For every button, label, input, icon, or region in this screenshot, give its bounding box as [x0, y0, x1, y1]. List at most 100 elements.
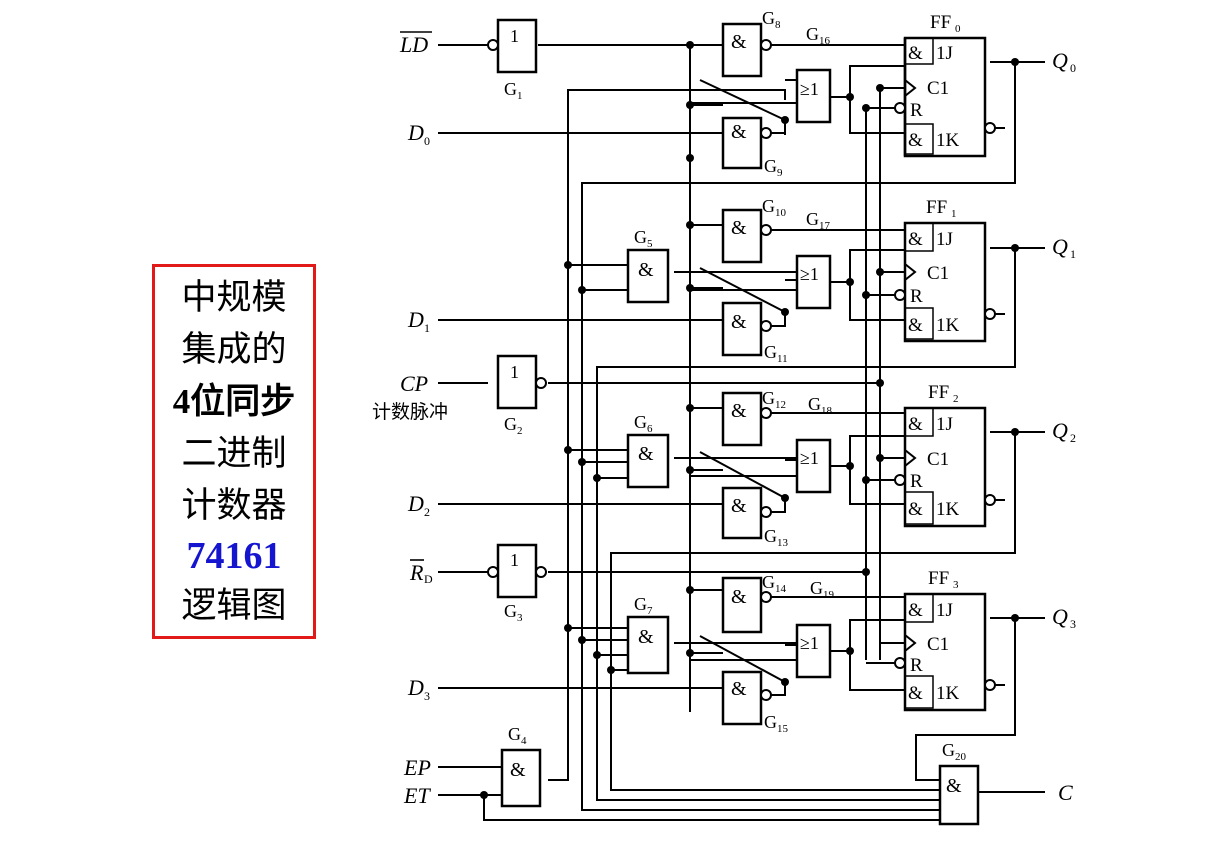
svg-text:3: 3 — [517, 612, 523, 624]
svg-text:FF: FF — [928, 382, 949, 403]
svg-text:19: 19 — [823, 589, 835, 601]
svg-text:&: & — [731, 586, 747, 608]
svg-text:G: G — [806, 24, 819, 44]
svg-text:2: 2 — [517, 425, 523, 437]
svg-text:7: 7 — [647, 605, 653, 617]
svg-text:FF: FF — [928, 568, 949, 589]
svg-text:1: 1 — [510, 550, 519, 570]
svg-text:FF: FF — [930, 12, 951, 33]
svg-text:R: R — [910, 100, 923, 121]
q3-sub: 3 — [1070, 617, 1076, 631]
svg-text:&: & — [510, 759, 526, 781]
ep-label: EP — [403, 755, 431, 780]
svg-text:1: 1 — [510, 26, 519, 46]
svg-text:1: 1 — [517, 90, 523, 102]
svg-text:14: 14 — [775, 583, 787, 595]
svg-text:≥1: ≥1 — [800, 633, 819, 653]
q3-label: Q — [1052, 604, 1068, 629]
svg-text:G: G — [764, 712, 777, 732]
svg-text:G: G — [942, 740, 955, 760]
svg-text:&: & — [731, 311, 747, 333]
svg-text:&: & — [908, 499, 923, 520]
svg-text:G: G — [508, 724, 521, 744]
svg-text:15: 15 — [777, 723, 789, 735]
svg-text:1: 1 — [510, 362, 519, 382]
svg-text:&: & — [908, 130, 923, 151]
svg-text:&: & — [908, 43, 923, 64]
svg-text:G: G — [634, 227, 647, 247]
cp-note: 计数脉冲 — [372, 401, 448, 423]
svg-text:1K: 1K — [936, 315, 960, 336]
svg-text:FF: FF — [926, 197, 947, 218]
title-line-7: 逻辑图 — [181, 586, 287, 626]
flipflop-ff3: & 1J C1 R & 1K FF 3 — [894, 568, 996, 712]
svg-text:&: & — [638, 259, 654, 281]
svg-text:1K: 1K — [936, 130, 960, 151]
rd-label: R — [409, 560, 424, 585]
svg-text:&: & — [731, 31, 747, 53]
svg-text:R: R — [910, 655, 923, 676]
q1-sub: 1 — [1070, 247, 1076, 261]
svg-text:C1: C1 — [927, 634, 949, 655]
d0-sub: 0 — [424, 134, 430, 148]
svg-text:G: G — [808, 394, 821, 414]
svg-text:17: 17 — [819, 220, 831, 232]
svg-text:&: & — [908, 683, 923, 704]
svg-text:R: R — [910, 471, 923, 492]
svg-text:G: G — [504, 414, 517, 434]
svg-text:&: & — [638, 626, 654, 648]
title-line-5: 计数器 — [181, 486, 287, 526]
svg-text:8: 8 — [775, 19, 781, 31]
svg-text:≥1: ≥1 — [800, 448, 819, 468]
d3-label: D — [407, 675, 424, 700]
d2-label: D — [407, 491, 424, 516]
svg-text:C1: C1 — [927, 449, 949, 470]
q1-label: Q — [1052, 234, 1068, 259]
q0-sub: 0 — [1070, 61, 1076, 75]
svg-text:1: 1 — [951, 208, 957, 220]
svg-text:&: & — [908, 414, 923, 435]
svg-text:G: G — [762, 572, 775, 592]
svg-text:C1: C1 — [927, 263, 949, 284]
svg-text:G: G — [504, 601, 517, 621]
svg-text:1J: 1J — [936, 600, 953, 621]
svg-text:0: 0 — [955, 23, 961, 35]
svg-text:G: G — [764, 526, 777, 546]
svg-text:G: G — [762, 8, 775, 28]
svg-text:1K: 1K — [936, 683, 960, 704]
output-labels: Q 0 Q 1 Q 2 Q 3 C — [1052, 48, 1076, 805]
svg-text:16: 16 — [819, 35, 831, 47]
rd-sub: D — [424, 572, 433, 586]
title-line-4: 二进制 — [181, 434, 287, 474]
svg-text:R: R — [910, 286, 923, 307]
svg-text:1J: 1J — [936, 43, 953, 64]
svg-text:&: & — [908, 600, 923, 621]
svg-text:G: G — [764, 156, 777, 176]
d1-sub: 1 — [424, 321, 430, 335]
d1-label: D — [407, 307, 424, 332]
svg-text:12: 12 — [775, 399, 786, 411]
q0-label: Q — [1052, 48, 1068, 73]
input-labels: LD D 0 D 1 CP 计数脉冲 D 2 R D D 3 EP ET — [372, 31, 448, 808]
svg-text:3: 3 — [953, 579, 959, 591]
svg-text:&: & — [731, 678, 747, 700]
svg-text:G: G — [504, 79, 517, 99]
svg-text:C1: C1 — [927, 78, 949, 99]
svg-text:G: G — [762, 196, 775, 216]
title-box: 中规模 集成的 4位同步 二进制 计数器 74161 逻辑图 — [152, 264, 316, 639]
title-line-2: 集成的 — [181, 330, 287, 370]
